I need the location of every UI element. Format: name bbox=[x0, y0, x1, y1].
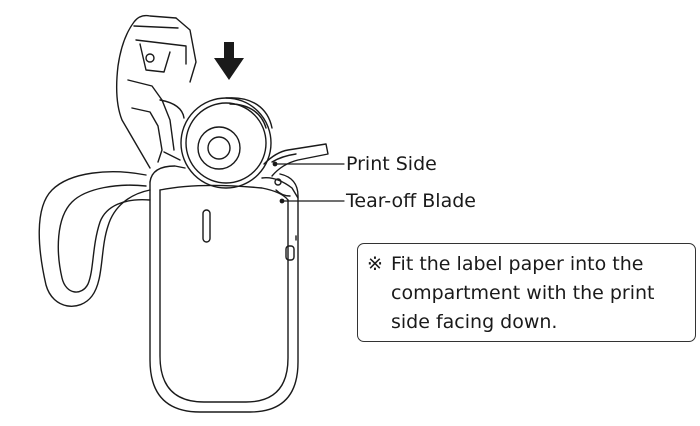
paper-strip bbox=[263, 143, 329, 177]
instruction-note: ※ Fit the label paper into the compartme… bbox=[357, 243, 696, 342]
tear-off-blade-label: Tear-off Blade bbox=[346, 190, 476, 212]
print-side-label: Print Side bbox=[346, 153, 437, 175]
note-text-line: side facing down. bbox=[391, 311, 558, 333]
note-text-line: compartment with the print bbox=[391, 282, 655, 304]
label-roll bbox=[180, 97, 273, 189]
wrist-strap bbox=[38, 171, 151, 307]
status-indicator bbox=[202, 209, 211, 243]
arrow-down-icon bbox=[214, 42, 244, 80]
power-button bbox=[285, 245, 295, 261]
tear-off-blade bbox=[261, 177, 299, 199]
reference-mark-icon: ※ bbox=[367, 253, 383, 275]
printer-lid bbox=[115, 14, 197, 169]
note-text-line: Fit the label paper into the bbox=[391, 253, 644, 275]
printer-body bbox=[149, 165, 299, 413]
callout-leaders bbox=[272, 161, 345, 204]
